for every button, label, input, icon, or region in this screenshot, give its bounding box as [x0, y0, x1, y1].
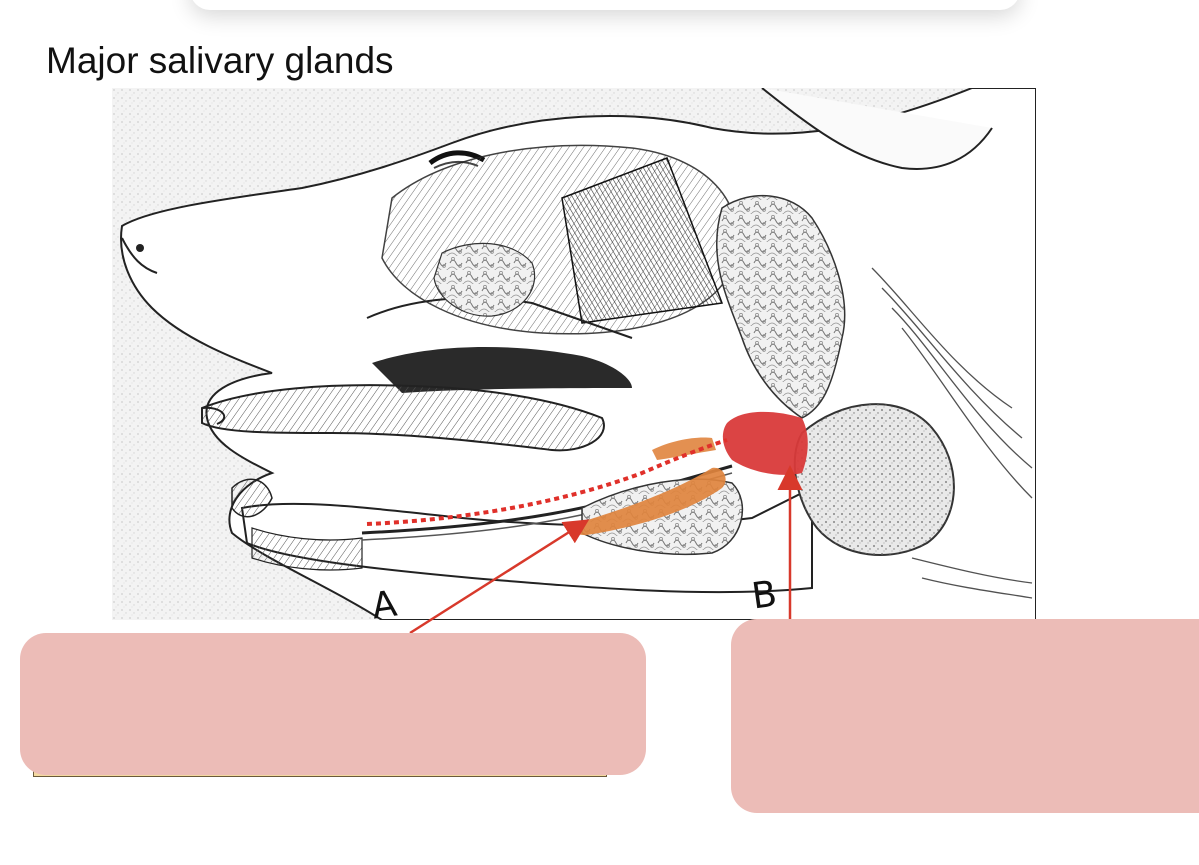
top-toolbar-shadow — [190, 0, 1020, 10]
sublingual-gland-highlight — [571, 467, 726, 536]
page-title: Major salivary glands — [46, 40, 394, 81]
answer-box-a[interactable] — [20, 633, 646, 775]
mandibular-gland-highlight — [722, 411, 808, 475]
label-a: A — [369, 583, 400, 628]
salivary-duct-dotted — [366, 438, 728, 526]
dog-head-dissection-illustration-icon — [112, 88, 1036, 620]
answer-box-b[interactable] — [731, 619, 1199, 813]
